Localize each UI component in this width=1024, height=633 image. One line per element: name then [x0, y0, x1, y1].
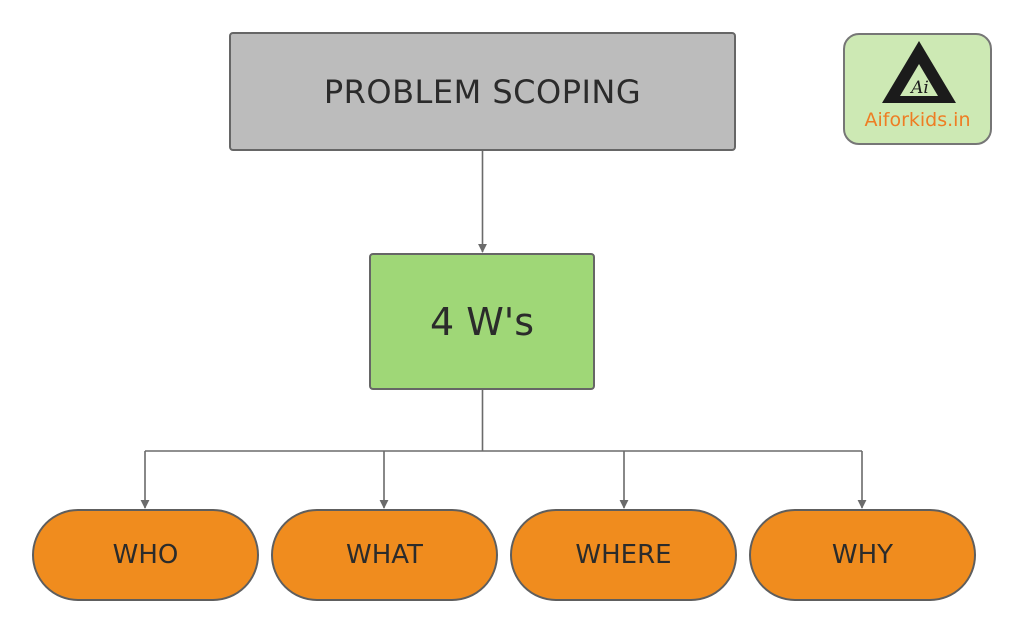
logo-monogram: Ai	[909, 78, 929, 98]
why-label: WHY	[831, 540, 894, 570]
who-label: WHO	[112, 540, 179, 570]
problem-scoping-box: PROBLEM SCOPING	[229, 32, 736, 151]
where-label: WHERE	[575, 540, 672, 570]
four-ws-label: 4 W's	[429, 299, 535, 344]
logo-text: Aiforkids.in	[864, 109, 971, 131]
where-node: WHERE	[510, 509, 737, 601]
what-node: WHAT	[271, 509, 498, 601]
problem-scoping-label: PROBLEM SCOPING	[323, 72, 642, 111]
triangle-a-logo-icon: Ai	[882, 41, 956, 103]
why-node: WHY	[749, 509, 976, 601]
who-node: WHO	[32, 509, 259, 601]
four-ws-box: 4 W's	[369, 253, 595, 390]
what-label: WHAT	[346, 540, 423, 570]
aiforkids-logo: Ai Aiforkids.in	[843, 33, 992, 145]
